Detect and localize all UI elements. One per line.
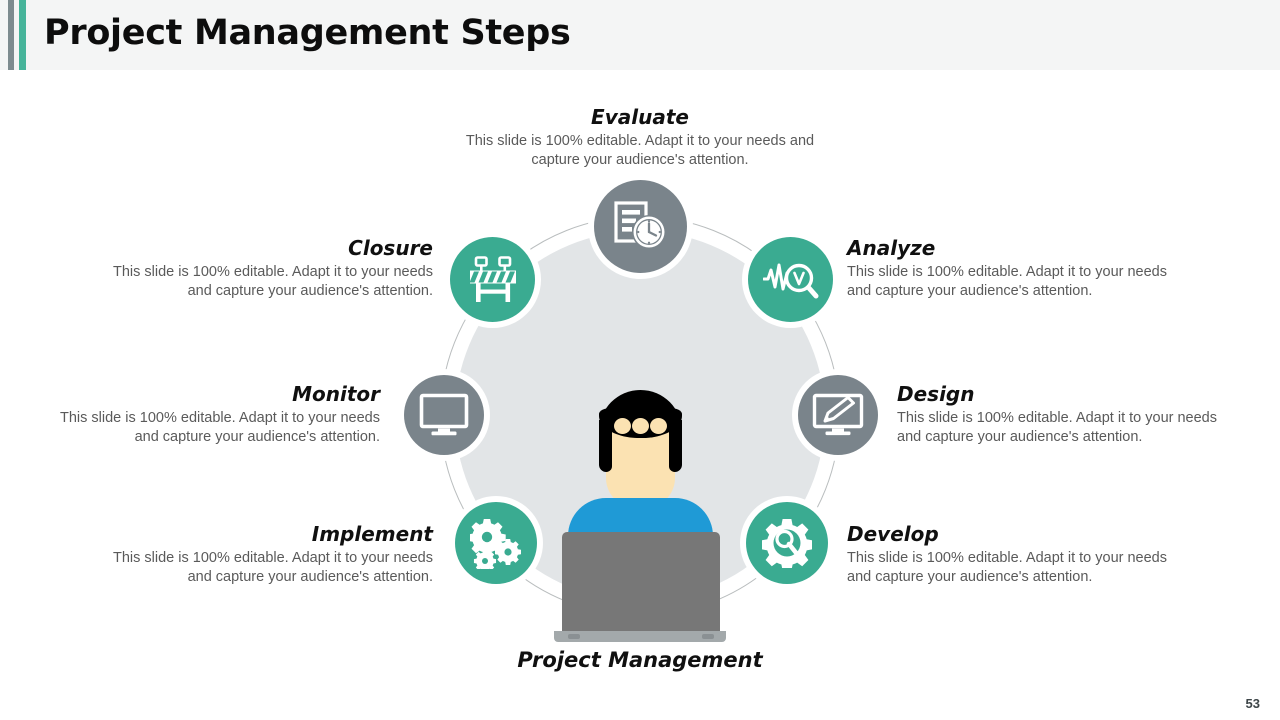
monitor-pen-icon xyxy=(812,393,864,436)
step-text-evaluate: Evaluate This slide is 100% editable. Ad… xyxy=(440,106,840,171)
step-icon-implement[interactable] xyxy=(455,502,537,584)
laptop-foot-left xyxy=(568,634,580,639)
step-icon-develop[interactable] xyxy=(746,502,828,584)
person-sideburn-right xyxy=(669,420,682,472)
step-title-evaluate: Evaluate xyxy=(591,105,689,129)
step-icon-design[interactable] xyxy=(798,375,878,455)
document-clock-icon xyxy=(613,200,666,249)
step-title-implement: Implement xyxy=(311,522,433,546)
center-person-illustration xyxy=(554,390,726,642)
step-icon-closure[interactable] xyxy=(450,237,535,322)
step-icon-monitor[interactable] xyxy=(404,375,484,455)
step-text-monitor: Monitor This slide is 100% editable. Ada… xyxy=(40,383,380,448)
waveform-magnifier-icon xyxy=(762,263,818,298)
step-body-develop: This slide is 100% editable. Adapt it to… xyxy=(847,550,1167,586)
person-fringe-notch xyxy=(650,418,667,434)
step-text-closure: Closure This slide is 100% editable. Ada… xyxy=(93,237,433,302)
step-title-monitor: Monitor xyxy=(292,382,380,406)
step-body-analyze: This slide is 100% editable. Adapt it to… xyxy=(847,264,1167,300)
person-fringe-notch xyxy=(632,418,649,434)
person-sideburn-left xyxy=(599,420,612,472)
monitor-icon xyxy=(419,393,469,436)
step-body-implement: This slide is 100% editable. Adapt it to… xyxy=(113,550,433,586)
slide-header: Project Management Steps xyxy=(0,0,1280,70)
center-label-text: Project Management xyxy=(517,648,763,672)
page-number: 53 xyxy=(1245,696,1260,711)
step-text-analyze: Analyze This slide is 100% editable. Ada… xyxy=(847,237,1187,302)
diagram-stage: Evaluate This slide is 100% editable. Ad… xyxy=(0,70,1280,720)
step-text-develop: Develop This slide is 100% editable. Ada… xyxy=(847,523,1187,588)
header-accent-bar-gray xyxy=(8,0,14,70)
header-accent-bar-teal xyxy=(19,0,26,70)
laptop-screen xyxy=(562,532,720,632)
step-title-analyze: Analyze xyxy=(847,236,936,260)
gear-wrench-icon xyxy=(762,519,812,568)
road-barrier-icon xyxy=(469,255,516,302)
step-title-develop: Develop xyxy=(847,522,939,546)
laptop-base xyxy=(554,631,726,642)
step-body-design: This slide is 100% editable. Adapt it to… xyxy=(897,410,1217,446)
page-title: Project Management Steps xyxy=(44,13,571,53)
step-icon-analyze[interactable] xyxy=(748,237,833,322)
gears-icon xyxy=(470,519,521,569)
center-label: Project Management xyxy=(440,648,840,672)
laptop-foot-right xyxy=(702,634,714,639)
step-title-closure: Closure xyxy=(348,236,433,260)
step-text-implement: Implement This slide is 100% editable. A… xyxy=(93,523,433,588)
step-body-monitor: This slide is 100% editable. Adapt it to… xyxy=(60,410,380,446)
step-icon-evaluate[interactable] xyxy=(594,180,687,273)
step-body-closure: This slide is 100% editable. Adapt it to… xyxy=(113,264,433,300)
step-body-evaluate: This slide is 100% editable. Adapt it to… xyxy=(465,133,815,169)
step-title-design: Design xyxy=(897,382,975,406)
step-text-design: Design This slide is 100% editable. Adap… xyxy=(897,383,1237,448)
person-fringe-notch xyxy=(614,418,631,434)
